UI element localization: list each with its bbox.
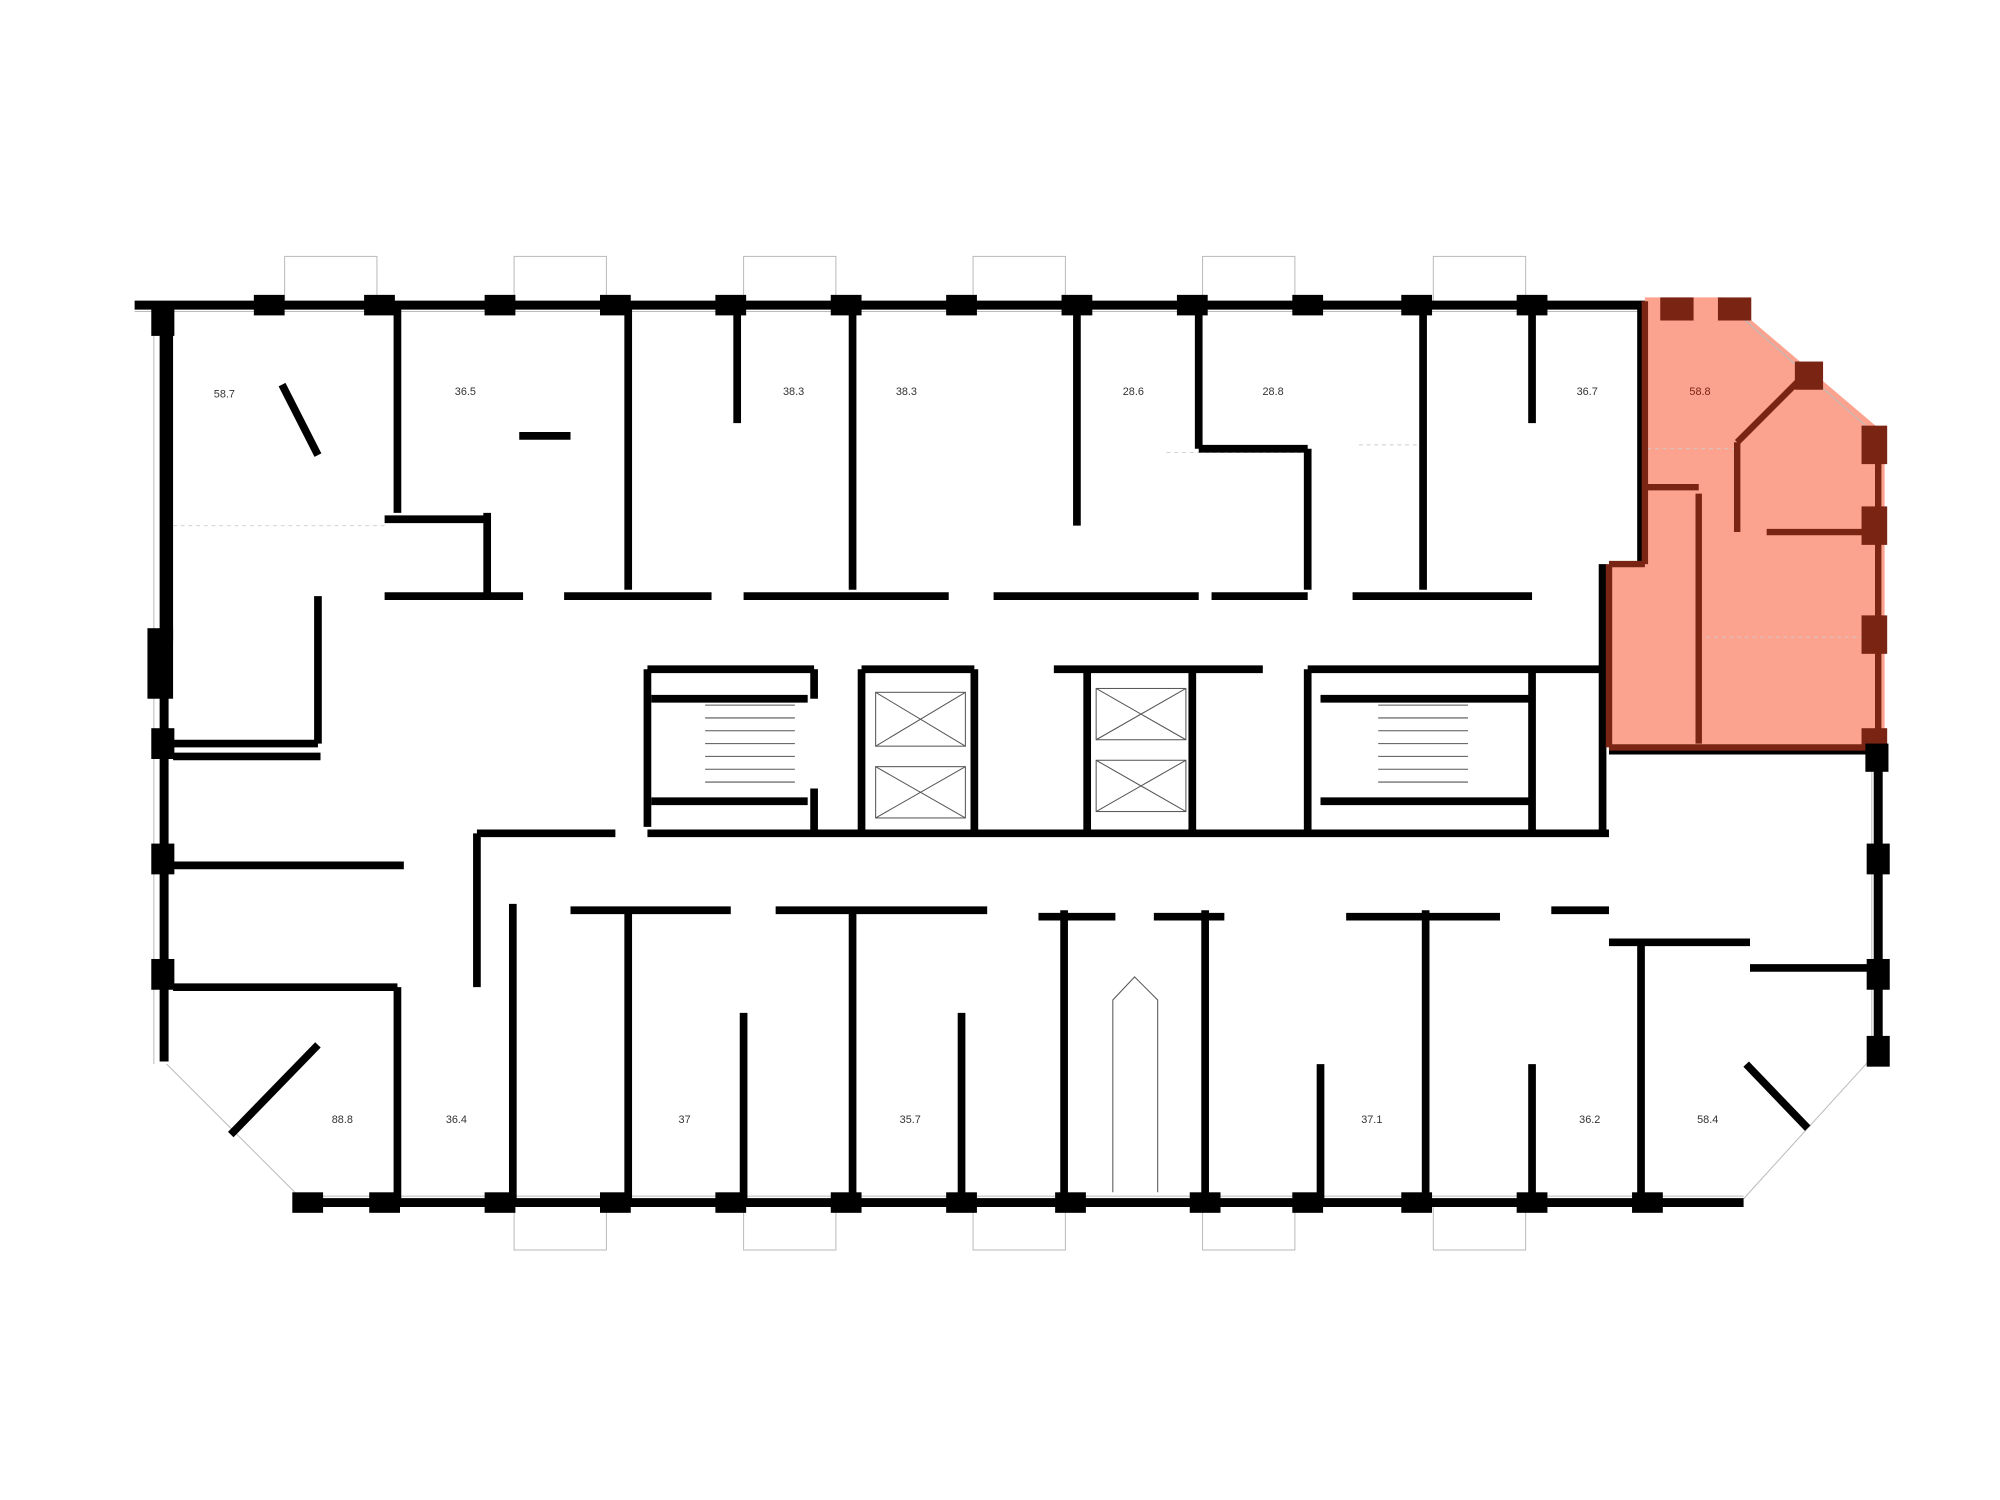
pillar <box>364 294 395 316</box>
balcony <box>1432 1204 1527 1251</box>
selected-pillar <box>1861 425 1888 465</box>
walls <box>134 300 1883 1208</box>
balcony <box>1432 255 1527 306</box>
pillar <box>1866 843 1890 875</box>
apartment-area-label[interactable]: 28.8 <box>1262 386 1283 398</box>
pillar <box>600 294 631 316</box>
balcony <box>743 1204 837 1251</box>
pillar <box>715 294 747 316</box>
apartment-area-label[interactable]: 38.3 <box>783 386 804 398</box>
apartment-area-label[interactable]: 58.7 <box>214 388 235 400</box>
stairs-and-lifts <box>705 687 1468 1193</box>
apartment-area-label[interactable]: 38.3 <box>896 386 917 398</box>
pillar <box>1292 1192 1324 1213</box>
pillar <box>151 958 175 990</box>
pillar <box>946 294 977 316</box>
balcony <box>743 255 837 306</box>
pillars <box>147 294 1890 1213</box>
balcony <box>513 255 607 306</box>
selected-pillar <box>1660 297 1694 321</box>
apartment-area-label[interactable]: 36.4 <box>446 1114 467 1126</box>
apartment-area-label[interactable]: 88.8 <box>332 1114 353 1126</box>
pillar <box>484 294 516 316</box>
pillar <box>1292 294 1324 316</box>
pillar <box>1516 294 1548 316</box>
pillar <box>1055 1192 1086 1213</box>
apartment-area-label[interactable]: 36.2 <box>1579 1114 1600 1126</box>
pillar <box>369 1192 400 1213</box>
pillar <box>484 1192 516 1213</box>
pillar <box>830 1192 862 1213</box>
wall <box>1743 1061 1811 1131</box>
balconies <box>284 255 1527 1251</box>
apartment-area-label[interactable]: 58.4 <box>1697 1114 1718 1126</box>
apartment-area-label[interactable]: 35.7 <box>900 1114 921 1126</box>
selected-pillar <box>1794 361 1824 390</box>
apartment-area-label[interactable]: 37 <box>679 1114 691 1126</box>
pillar <box>1176 294 1208 316</box>
balcony <box>284 255 378 306</box>
wall <box>278 382 322 457</box>
balcony <box>972 1204 1066 1251</box>
pillar <box>292 1192 324 1213</box>
apartment-area-label[interactable]: 36.5 <box>455 386 476 398</box>
pillar <box>830 294 862 316</box>
selected-apartment-walls <box>1605 297 1888 751</box>
pillar <box>1866 1035 1890 1067</box>
selected-pillar <box>1861 506 1888 545</box>
pillar <box>715 1192 747 1213</box>
selected-pillar <box>1717 297 1752 321</box>
pillar <box>1401 294 1433 316</box>
pillar <box>946 1192 977 1213</box>
selected-apartment-area-label[interactable]: 58.8 <box>1689 386 1710 398</box>
apartment-area-label[interactable]: 36.7 <box>1577 386 1598 398</box>
pillar <box>151 728 175 759</box>
apartment-area-label[interactable]: 28.6 <box>1123 386 1144 398</box>
pillar <box>1632 1192 1663 1213</box>
pillar <box>1401 1192 1433 1213</box>
pillar <box>600 1192 631 1213</box>
pillar <box>151 843 175 875</box>
pillar <box>1189 1192 1221 1213</box>
pillar <box>147 628 174 699</box>
balcony <box>972 255 1066 306</box>
apartment-labels: 58.7 36.5 38.3 38.3 28.6 28.8 36.7 58.8 … <box>214 386 1719 1126</box>
wall <box>228 1042 321 1138</box>
selected-apartment-58-8[interactable] <box>1608 297 1885 748</box>
pillar <box>1061 294 1093 316</box>
balcony <box>513 1204 607 1251</box>
pillar <box>151 305 175 336</box>
pillar <box>1865 743 1889 772</box>
balcony <box>1202 255 1296 306</box>
selected-pillar <box>1861 615 1888 654</box>
pillar <box>1866 958 1890 990</box>
pillar <box>1516 1192 1548 1213</box>
pillar <box>253 294 285 316</box>
apartment-area-label[interactable]: 37.1 <box>1361 1114 1382 1126</box>
